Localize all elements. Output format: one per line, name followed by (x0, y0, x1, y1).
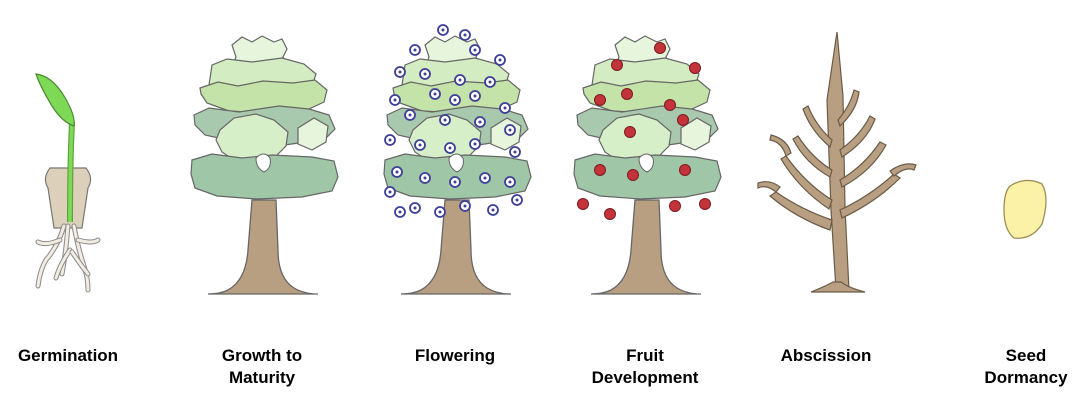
stage-label-line: Dormancy (951, 367, 1073, 389)
stage-label-line: Seed (951, 345, 1073, 367)
stage-label-line: Germination (0, 345, 143, 367)
fruit (625, 127, 636, 138)
flower-center (439, 211, 442, 214)
flower-center (442, 29, 445, 32)
stage-label-abscission: Abscission (751, 345, 901, 367)
fruit (670, 201, 681, 212)
flower-center (454, 99, 457, 102)
flower-center (449, 147, 452, 150)
flower-center (499, 59, 502, 62)
stage-label-line: Flowering (380, 345, 530, 367)
fruit (665, 100, 676, 111)
stage-label-line: Growth to (187, 345, 337, 367)
bare-branch (840, 116, 875, 157)
flower-center (474, 95, 477, 98)
fruit (628, 170, 639, 181)
fruit (678, 115, 689, 126)
fruit (605, 209, 616, 220)
stage-label-line: Abscission (751, 345, 901, 367)
seed-illustration (1004, 180, 1046, 238)
flower-center (464, 205, 467, 208)
flower-center (509, 181, 512, 184)
flower-center (514, 151, 517, 154)
bare-roots (811, 282, 865, 292)
fruit (680, 165, 691, 176)
flower-center (414, 207, 417, 210)
flower-center (489, 81, 492, 84)
tree-trunk (208, 200, 318, 294)
flower-center (424, 177, 427, 180)
bare-branch (890, 164, 916, 176)
flower-center (444, 119, 447, 122)
tree-canopy (191, 36, 338, 199)
bare-branch (770, 135, 791, 156)
flower-center (389, 139, 392, 142)
stage-label-line: Fruit (570, 345, 720, 367)
abscission-tree-illustration (758, 32, 916, 292)
flower-center (492, 209, 495, 212)
flower-center (474, 49, 477, 52)
flower-center (399, 71, 402, 74)
flower-center (474, 143, 477, 146)
flower-center (464, 34, 467, 37)
sprout-leaf (36, 74, 74, 126)
flower-center (509, 129, 512, 132)
bare-branch (827, 32, 849, 290)
tree-canopy (574, 36, 721, 199)
flower-center (399, 211, 402, 214)
flower-center (414, 49, 417, 52)
flower-center (504, 107, 507, 110)
flower-center (389, 191, 392, 194)
fruit (622, 89, 633, 100)
flower-center (434, 93, 437, 96)
fruit (612, 60, 623, 71)
flower-center (396, 171, 399, 174)
stage-label-flowering: Flowering (380, 345, 530, 367)
flower-center (459, 79, 462, 82)
stage-label-line: Maturity (187, 367, 337, 389)
germination-illustration (36, 74, 98, 290)
flowering-tree-illustration (384, 25, 531, 294)
flower-center (419, 144, 422, 147)
fruit-tree-illustration (574, 36, 721, 294)
fruit (690, 63, 701, 74)
stage-label-line: Development (570, 367, 720, 389)
fruit (655, 43, 666, 54)
flower-center (479, 121, 482, 124)
bare-branch (758, 182, 780, 192)
stage-label-germination: Germination (0, 345, 143, 367)
flower-center (454, 181, 457, 184)
flower-center (484, 177, 487, 180)
flower-center (409, 114, 412, 117)
sprout-stem-inner (70, 122, 72, 222)
flower-center (424, 73, 427, 76)
flower-center (516, 199, 519, 202)
fruit (595, 95, 606, 106)
fruit (595, 165, 606, 176)
flower-center (394, 99, 397, 102)
fruit (700, 199, 711, 210)
growth-tree-illustration (191, 36, 338, 294)
fruit (578, 199, 589, 210)
